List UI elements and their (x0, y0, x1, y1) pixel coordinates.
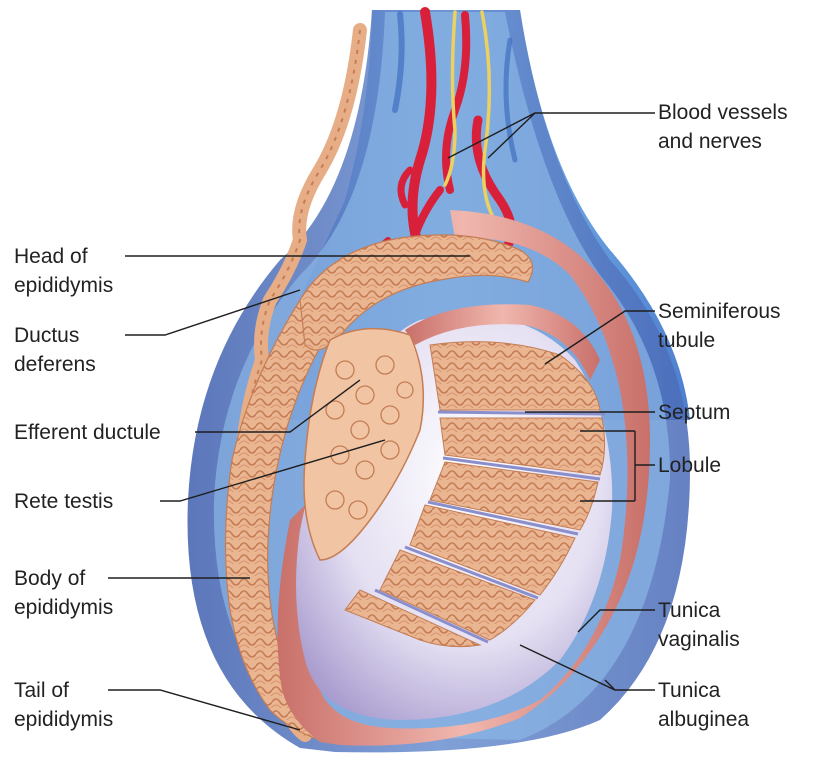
label-ductus-deferens: Ductus deferens (14, 321, 96, 379)
label-line: epididymis (14, 705, 113, 734)
label-line: deferens (14, 350, 96, 379)
label-line: epididymis (14, 593, 113, 622)
label-line: and nerves (658, 127, 788, 156)
label-efferent-ductule: Efferent ductule (14, 418, 161, 447)
label-line: Ductus (14, 321, 96, 350)
label-rete-testis: Rete testis (14, 487, 113, 516)
label-line: Efferent ductule (14, 418, 161, 447)
label-lobule: Lobule (658, 451, 721, 480)
label-line: vaginalis (658, 625, 740, 654)
label-seminiferous-tubule: Seminiferous tubule (658, 297, 781, 355)
label-line: Tunica (658, 596, 740, 625)
label-line: Body of (14, 564, 113, 593)
label-line: Tunica (658, 676, 749, 705)
label-tunica-vaginalis: Tunica vaginalis (658, 596, 740, 654)
label-line: epididymis (14, 271, 113, 300)
label-blood-vessels: Blood vessels and nerves (658, 98, 788, 156)
label-body-of-epididymis: Body of epididymis (14, 564, 113, 622)
label-line: tubule (658, 326, 781, 355)
label-line: albuginea (658, 705, 749, 734)
label-tail-of-epididymis: Tail of epididymis (14, 676, 113, 734)
label-line: Rete testis (14, 487, 113, 516)
label-line: Head of (14, 242, 113, 271)
label-line: Blood vessels (658, 98, 788, 127)
label-head-of-epididymis: Head of epididymis (14, 242, 113, 300)
label-septum: Septum (658, 398, 730, 427)
label-line: Tail of (14, 676, 113, 705)
label-line: Lobule (658, 451, 721, 480)
label-line: Seminiferous (658, 297, 781, 326)
label-tunica-albuginea: Tunica albuginea (658, 676, 749, 734)
label-line: Septum (658, 398, 730, 427)
